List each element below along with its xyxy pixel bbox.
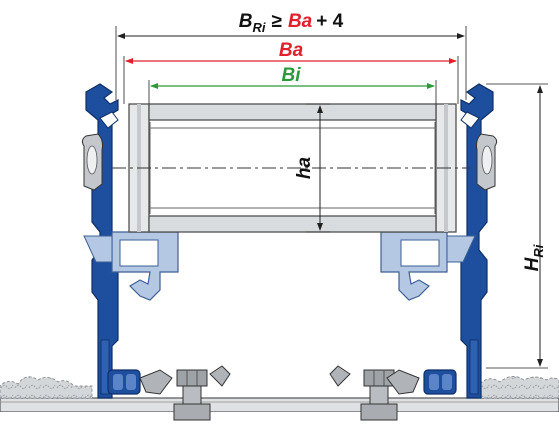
label-ba: Ba [279, 40, 304, 61]
hex-bolt-icon [139, 365, 231, 421]
floor-gravel-right [477, 376, 559, 399]
right-support-profile [380, 231, 476, 301]
mounting-rail [0, 397, 559, 439]
floor-gravel-left [0, 376, 93, 399]
dimension-hri [486, 83, 548, 369]
dimension-bi [148, 80, 437, 104]
label-bi: Bi [282, 65, 302, 86]
label-hri: HRi [522, 244, 546, 271]
dimension-ha [306, 103, 330, 233]
dimension-ba [123, 56, 459, 104]
dimension-bri [115, 26, 467, 100]
label-bri-formula: BRi≥Ba+ 4 [239, 11, 344, 35]
left-support-profile [83, 231, 179, 301]
right-channel-wall [423, 83, 498, 399]
label-ha: ha [294, 156, 315, 179]
hex-bolt-icon [329, 365, 420, 421]
